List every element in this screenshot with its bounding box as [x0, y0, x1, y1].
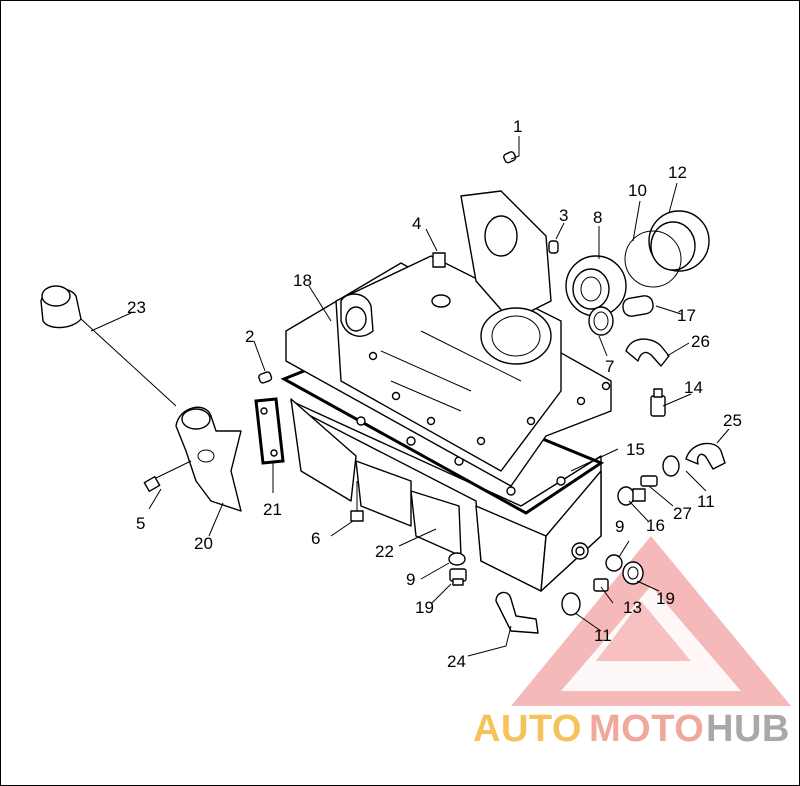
callout-27: 27 — [673, 504, 692, 523]
callout-26: 26 — [691, 332, 710, 351]
callout-19-left: 19 — [415, 598, 434, 617]
drain-hose — [495, 591, 539, 634]
dowel-pin-2 — [258, 371, 273, 384]
callout-17: 17 — [677, 306, 696, 325]
transmission-housing — [285, 190, 612, 487]
watermark-triangle-core — [596, 601, 691, 661]
leader-lines — [90, 136, 730, 657]
callout-25: 25 — [723, 411, 742, 430]
watermark-logo — [511, 536, 791, 706]
watermark-auto: AUTO — [473, 708, 582, 750]
callout-11-bottom: 11 — [594, 626, 612, 645]
callout-7: 7 — [605, 357, 614, 376]
drain-plug-left — [449, 568, 467, 586]
oil-pan — [290, 398, 602, 592]
callout-12: 12 — [668, 163, 687, 182]
retaining-ring — [624, 230, 682, 288]
callout-4: 4 — [412, 214, 421, 233]
spacer-sleeve — [622, 295, 654, 317]
callout-20: 20 — [194, 534, 213, 553]
callout-9-left: 9 — [406, 570, 415, 589]
callout-14: 14 — [684, 378, 703, 397]
callout-3: 3 — [559, 206, 568, 225]
needle-bearing — [588, 306, 614, 336]
callout-16: 16 — [646, 516, 665, 535]
elbow-fitting — [617, 486, 646, 506]
plug-27 — [640, 475, 658, 487]
callout-9-right: 9 — [615, 517, 624, 536]
watermark-hub: HUB — [706, 708, 790, 750]
pipe-plug-13 — [593, 578, 609, 592]
dowel-pin-top — [503, 151, 517, 164]
hose-elbow-26 — [625, 338, 670, 367]
callout-2: 2 — [245, 327, 254, 346]
drain-plug-washer-right — [605, 554, 623, 572]
vent-hose — [685, 442, 726, 470]
callout-10: 10 — [628, 181, 647, 200]
callout-15: 15 — [626, 440, 645, 459]
cap-screw-6 — [350, 481, 364, 522]
main-drive-gear-bearing — [565, 255, 627, 317]
bearing-race — [648, 210, 710, 272]
filler-spout — [175, 406, 242, 512]
callout-1: 1 — [513, 117, 522, 136]
watermark-triangle-inner — [561, 586, 741, 691]
callout-11-right: 11 — [697, 492, 715, 511]
callout-21: 21 — [263, 500, 282, 519]
watermark-moto: MOTO — [589, 708, 704, 750]
hose-clamp-bottom — [561, 592, 581, 616]
drain-plug-washer-left — [448, 552, 466, 566]
callout-13: 13 — [623, 598, 642, 617]
callout-22: 22 — [375, 542, 394, 561]
callout-5: 5 — [136, 514, 145, 533]
callouts: 1 2 3 4 5 6 7 8 9 9 10 11 11 12 13 14 15… — [127, 117, 742, 671]
watermark-wordmark: AUTO MOTO HUB — [473, 708, 790, 750]
pipe-plug — [432, 252, 446, 268]
callout-24: 24 — [447, 652, 466, 671]
callout-18: 18 — [293, 271, 312, 290]
callout-6: 6 — [311, 529, 320, 548]
hose-clamp-right — [662, 455, 680, 477]
dipstick — [40, 285, 177, 407]
dowel-pin-3 — [548, 240, 559, 254]
filler-spout-gasket — [254, 397, 285, 465]
callout-19-right: 19 — [656, 589, 675, 608]
vent-fitting — [650, 388, 666, 417]
callout-23: 23 — [127, 298, 146, 317]
cap-screw-5 — [143, 460, 192, 493]
callout-8: 8 — [593, 208, 602, 227]
drain-plug-right — [622, 561, 644, 585]
